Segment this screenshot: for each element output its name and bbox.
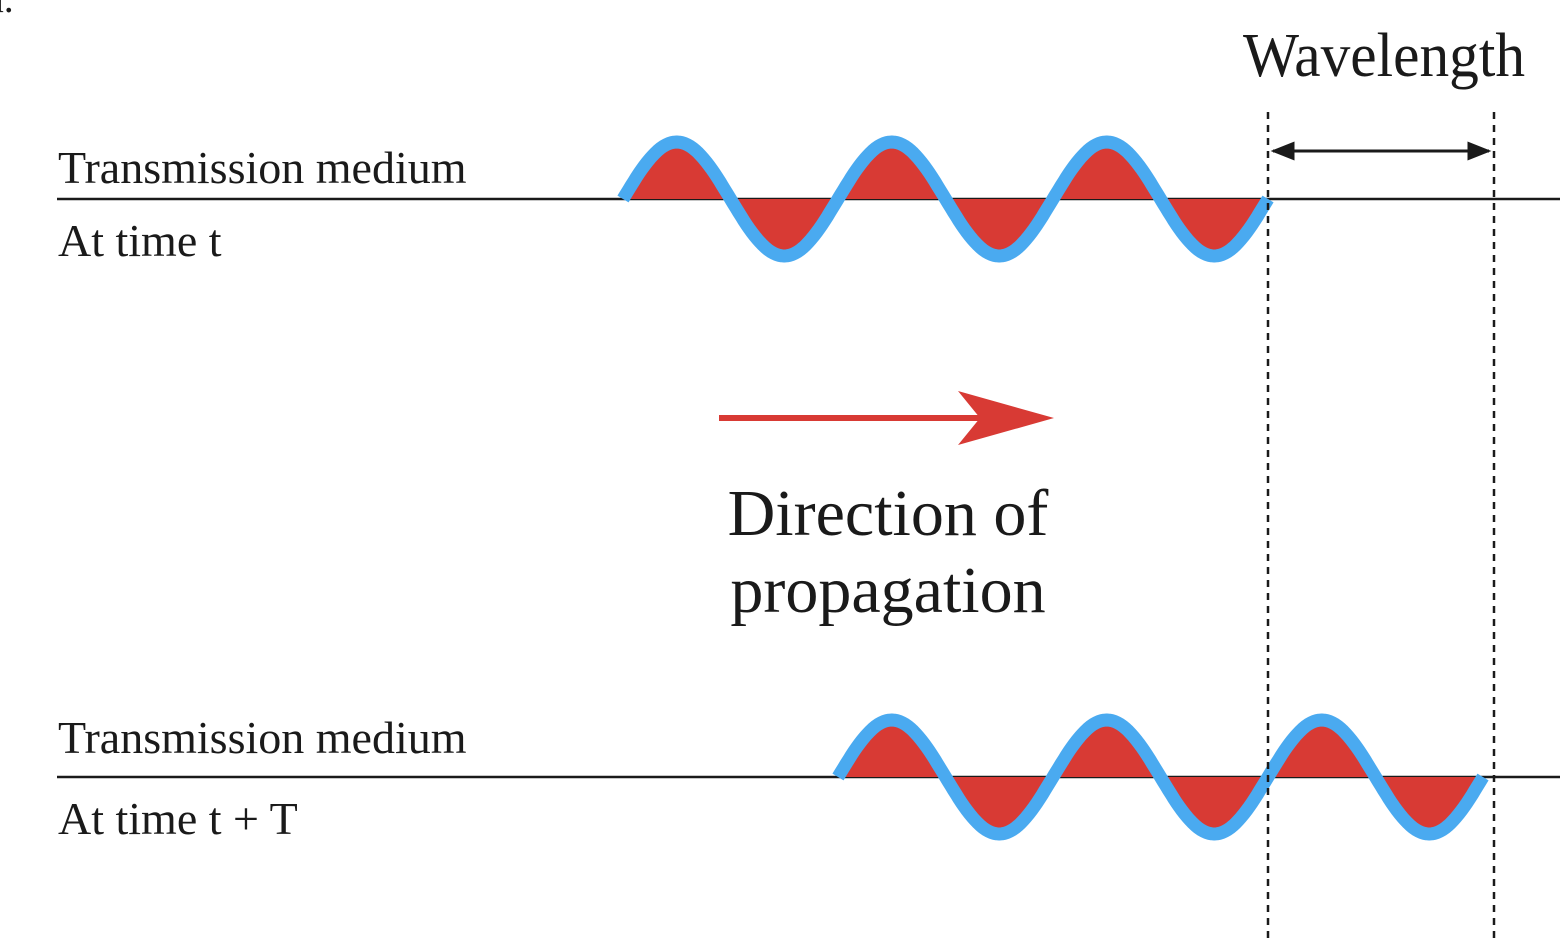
wavelength-label: Wavelength <box>1243 22 1525 90</box>
top-wave <box>617 135 1274 263</box>
top-time-label: At time t <box>58 215 222 266</box>
bottom-medium-label: Transmission medium <box>58 712 467 763</box>
bottom-time-label: At time t + T <box>58 793 298 844</box>
bottom-wave <box>832 713 1489 841</box>
propagation-arrow-head <box>958 391 1054 445</box>
direction-label-line2: propagation <box>730 554 1045 627</box>
top-medium-label: Transmission medium <box>58 142 467 193</box>
corner-fragment: a. <box>0 0 14 21</box>
direction-label-line1: Direction of <box>728 477 1049 550</box>
